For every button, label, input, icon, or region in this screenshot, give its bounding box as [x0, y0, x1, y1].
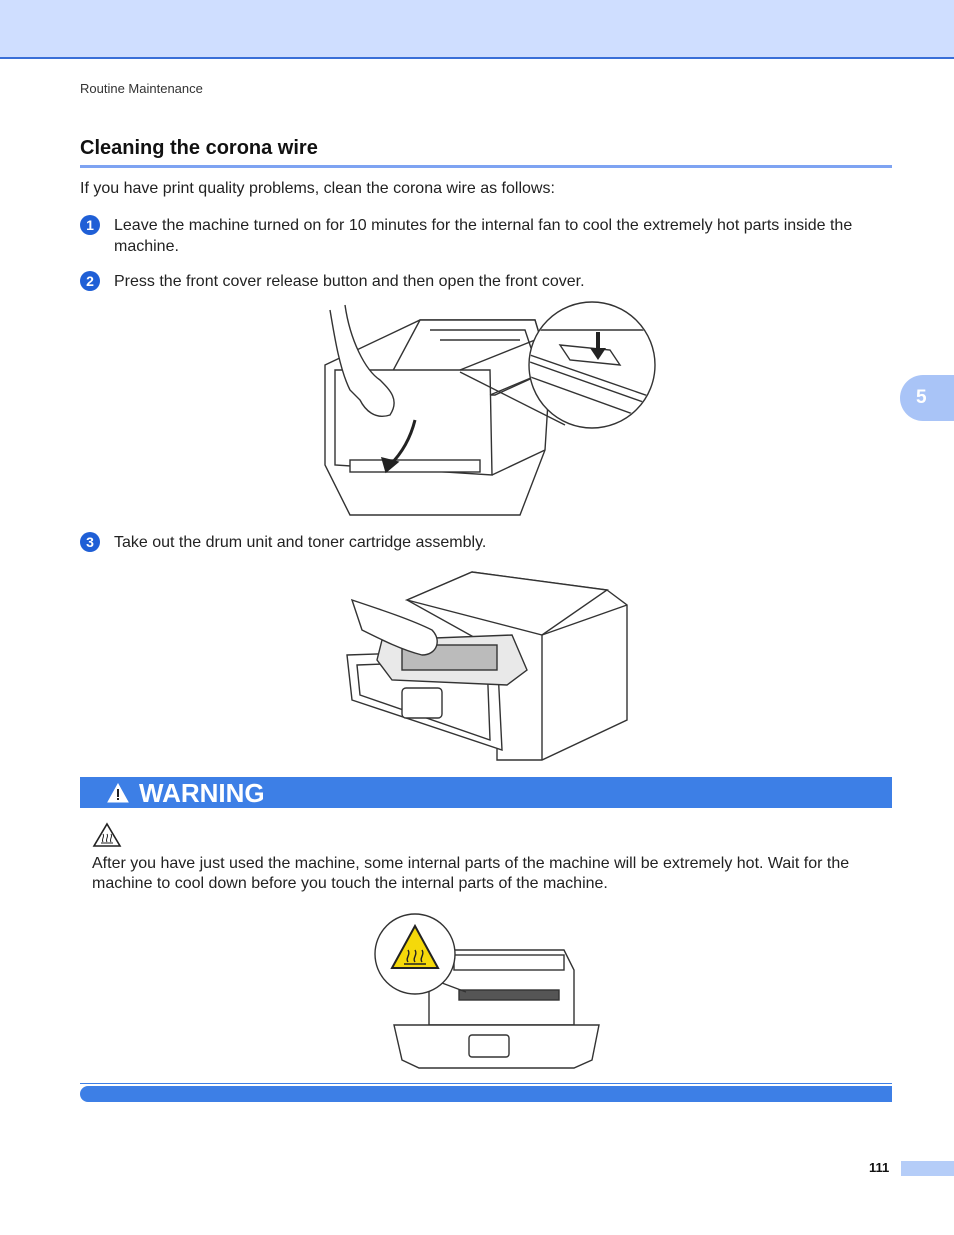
- running-head: Routine Maintenance: [80, 81, 203, 96]
- page-number: 111: [869, 1160, 890, 1175]
- bottom-rule: [80, 1083, 892, 1084]
- intro-text: If you have print quality problems, clea…: [80, 180, 555, 197]
- warning-icon: [107, 783, 129, 803]
- step-text: Leave the machine turned on for 10 minut…: [114, 217, 853, 255]
- bottom-bar: [80, 1086, 892, 1102]
- hot-surface-icon: [92, 822, 122, 847]
- step-number: 3: [80, 532, 100, 552]
- step-number: 1: [80, 215, 100, 235]
- warning-banner: WARNING: [80, 777, 892, 808]
- warning-label: WARNING: [139, 778, 265, 808]
- hot-parts-illustration: [374, 913, 600, 1069]
- open-front-cover-illustration: [324, 301, 656, 516]
- step-text: Press the front cover release button and…: [114, 273, 585, 290]
- step-number: 2: [80, 271, 100, 291]
- header-band: [0, 0, 954, 59]
- remove-drum-unit-illustration: [346, 571, 628, 761]
- chapter-number: 5: [916, 387, 927, 408]
- section-title: Cleaning the corona wire: [80, 137, 318, 159]
- title-rule: [80, 165, 892, 168]
- warning-text: After you have just used the machine, so…: [92, 855, 850, 892]
- chapter-tab: 5: [900, 375, 954, 421]
- step-text: Take out the drum unit and toner cartrid…: [114, 534, 487, 551]
- page-tab: [901, 1161, 954, 1176]
